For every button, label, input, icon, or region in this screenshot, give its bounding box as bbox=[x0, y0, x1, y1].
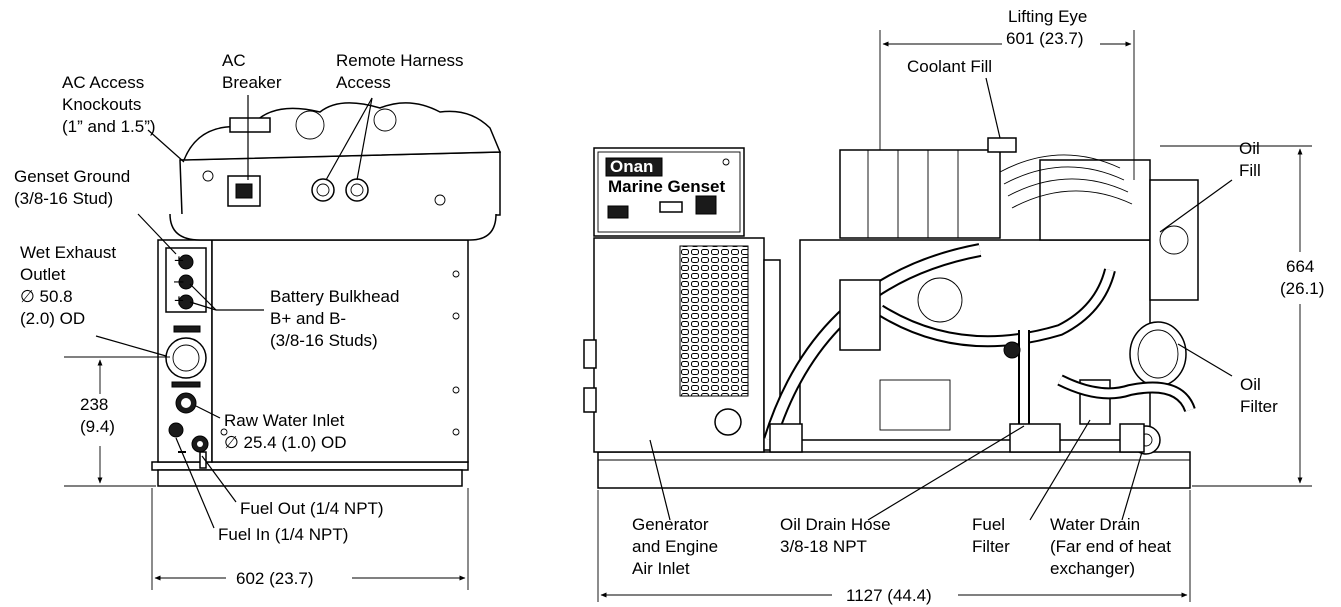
generator-bracket bbox=[583, 339, 597, 369]
heat-exchanger-tank bbox=[839, 149, 1001, 239]
ac-breaker-switch bbox=[227, 175, 261, 207]
label-raw-water: Raw Water Inlet∅ 25.4 (1.0) OD bbox=[224, 411, 347, 452]
engine-sensor bbox=[1003, 341, 1021, 359]
battery-terminal bbox=[178, 294, 194, 310]
left-top-pulley bbox=[295, 110, 325, 140]
coolant-fill-cap bbox=[987, 137, 1017, 153]
fuel-lines bbox=[999, 154, 1133, 209]
fuel-out-leader bbox=[201, 455, 237, 503]
fuel-out-nipple bbox=[199, 451, 207, 469]
ac-knockout-small bbox=[202, 170, 214, 182]
label-genset-ground: Genset Ground(3/8-16 Stud) bbox=[14, 167, 130, 208]
label-dim-238: 238(9.4) bbox=[80, 395, 115, 436]
ground-leader bbox=[137, 213, 177, 255]
brand-label: Onan bbox=[610, 157, 653, 176]
battery-terminal bbox=[178, 254, 194, 270]
remote-knockout-2 bbox=[345, 178, 369, 202]
left-enclosure-screw bbox=[452, 386, 460, 394]
generator-bracket bbox=[583, 387, 597, 413]
panel-label: Marine Genset bbox=[608, 177, 725, 196]
engine-mount bbox=[1119, 423, 1145, 453]
right-side-view: Onan Marine Genset bbox=[583, 137, 1199, 489]
engine-end-cover bbox=[1149, 179, 1199, 301]
label-fuel-in: Fuel In (1/4 NPT) bbox=[218, 525, 348, 544]
left-upper-housing bbox=[169, 213, 497, 241]
left-main-enclosure bbox=[211, 239, 469, 463]
oil-drain-leader bbox=[867, 425, 1025, 521]
left-end-view: + – + bbox=[151, 102, 502, 487]
wet-exhaust-outlet bbox=[165, 337, 207, 379]
generator-port bbox=[714, 408, 742, 436]
label-dim-664: 664(26.1) bbox=[1280, 257, 1324, 298]
brand-badge bbox=[605, 157, 663, 177]
left-enclosure-screw bbox=[220, 428, 228, 436]
engine-sump bbox=[879, 379, 951, 431]
remote-leader-2 bbox=[356, 97, 373, 181]
panel-display bbox=[659, 201, 683, 213]
oil-fill-leader bbox=[1159, 179, 1233, 233]
remote-leader-1 bbox=[325, 97, 373, 181]
engine-pulley bbox=[917, 277, 963, 323]
label-coolant-fill: Coolant Fill bbox=[907, 57, 992, 76]
terminal-plus-bottom: + bbox=[174, 291, 184, 310]
wet-exhaust-leader bbox=[95, 335, 167, 357]
right-base-pan bbox=[597, 451, 1191, 489]
panel-switch bbox=[607, 205, 629, 219]
fuel-filter-leader bbox=[1029, 419, 1091, 521]
left-enclosure-screw bbox=[452, 428, 460, 436]
left-top-fitting bbox=[229, 117, 271, 133]
engine-mount bbox=[1009, 423, 1061, 453]
panel-breaker bbox=[695, 195, 717, 215]
raw-water-leader bbox=[195, 405, 221, 419]
terminal-minus: – bbox=[174, 271, 184, 290]
battery-terminal bbox=[178, 274, 194, 290]
engine-mount bbox=[769, 423, 803, 453]
label-dim-602: 602 (23.7) bbox=[236, 569, 314, 588]
oil-filter-leader bbox=[1177, 343, 1233, 377]
left-panel-slot bbox=[171, 381, 201, 388]
left-enclosure-screw bbox=[452, 312, 460, 320]
left-top-pulley bbox=[373, 108, 397, 132]
terminal-plus-top: + bbox=[174, 251, 184, 270]
left-enclosure-screw bbox=[452, 270, 460, 278]
left-callouts bbox=[64, 95, 469, 590]
fuel-in-leader bbox=[175, 437, 215, 529]
right-callouts bbox=[597, 30, 1312, 602]
remote-knockout-1 bbox=[311, 178, 335, 202]
starter-motor bbox=[839, 279, 881, 351]
water-drain-leader bbox=[1121, 451, 1143, 521]
air-inlet-grille bbox=[679, 245, 749, 397]
ac-knockout-small bbox=[434, 194, 446, 206]
left-panel-slot bbox=[173, 325, 201, 333]
injection-pump bbox=[1039, 159, 1151, 241]
air-inlet-leader bbox=[649, 439, 671, 521]
label-dim-1127: 1127 (44.4) bbox=[846, 586, 932, 605]
left-base-skid bbox=[157, 469, 463, 487]
fuel-in-fitting bbox=[168, 422, 184, 438]
ac-breaker-toggle bbox=[235, 183, 253, 199]
label-fuel-out: Fuel Out (1/4 NPT) bbox=[240, 499, 384, 518]
coolant-leader bbox=[985, 77, 1001, 139]
ac-access-leader bbox=[147, 129, 185, 163]
